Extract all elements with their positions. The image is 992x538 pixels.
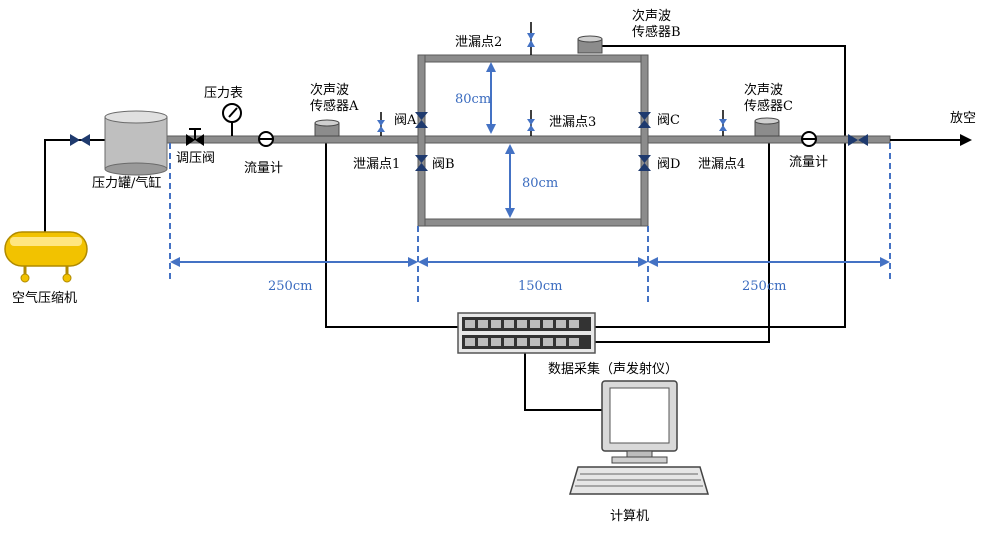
daq-label: 数据采集（声发射仪）: [548, 361, 678, 377]
dimension-lines: [169, 62, 891, 305]
valve-d-icon: [638, 155, 651, 171]
valve-a-label: 阀A: [394, 113, 417, 128]
vent-arrow: [890, 134, 972, 146]
lower-height-label: 80cm: [522, 176, 558, 191]
left-span-label: 250cm: [268, 279, 312, 294]
valve-c-label: 阀C: [657, 113, 680, 128]
right-span-label: 250cm: [742, 279, 786, 294]
leak-point-1-label: 泄漏点1: [353, 156, 400, 172]
daq-device-icon: [457, 312, 596, 354]
air-compressor-icon: [4, 231, 88, 283]
sensor-b-icon: [577, 35, 603, 54]
valve-b-icon: [415, 155, 428, 171]
leak-point-2-label: 泄漏点2: [455, 34, 502, 50]
main-pipe: [104, 135, 891, 144]
regulator-label: 调压阀: [176, 151, 215, 166]
flowmeter-right-icon: [801, 131, 817, 147]
sensor-c-label-line1: 次声波: [744, 82, 783, 98]
sensor-a-icon: [314, 119, 340, 137]
pressure-gauge-icon: [222, 103, 242, 136]
valve-d-label: 阀D: [657, 157, 680, 172]
sensor-b-label-line2: 传感器B: [632, 24, 681, 40]
tank-label: 压力罐/气缸: [92, 175, 161, 191]
flowmeter-left-icon: [258, 131, 274, 147]
flowmeter-left-label: 流量计: [244, 161, 283, 176]
computer-icon: [568, 380, 710, 495]
computer-label: 计算机: [610, 509, 649, 524]
flowmeter-right-label: 流量计: [789, 155, 828, 170]
signal-wires: [44, 45, 846, 411]
leak-point-3-label: 泄漏点3: [549, 114, 596, 130]
inlet-valve-icon: [70, 134, 90, 146]
pressure-tank-icon: [104, 110, 168, 176]
leak-point-3-icon: [527, 110, 535, 136]
valve-b-label: 阀B: [432, 157, 455, 172]
sensor-a-label-line1: 次声波: [310, 82, 349, 98]
gauge-label: 压力表: [204, 86, 243, 101]
pipes: [104, 54, 891, 227]
lower-loop-pipe: [417, 218, 649, 227]
sensor-b-label-line1: 次声波: [632, 8, 671, 24]
right-riser-pipe: [640, 54, 649, 227]
outlet-valve-icon: [848, 134, 868, 146]
left-riser-pipe: [417, 54, 426, 227]
sensor-c-label-line2: 传感器C: [744, 98, 793, 114]
valve-c-icon: [638, 112, 651, 128]
sensor-a-label-line2: 传感器A: [310, 98, 359, 114]
upper-height-label: 80cm: [455, 92, 491, 107]
upper-loop-pipe: [417, 54, 649, 63]
regulator-valve-icon: [186, 128, 204, 146]
compressor-label: 空气压缩机: [12, 290, 77, 306]
leak-point-2-icon: [527, 22, 535, 55]
leak-point-1-icon: [377, 112, 385, 136]
valve-a-icon: [415, 112, 428, 128]
vent-label: 放空: [950, 111, 976, 126]
leak-point-4-label: 泄漏点4: [698, 156, 745, 172]
leak-point-4-icon: [719, 110, 727, 136]
sensor-c-icon: [754, 117, 780, 137]
middle-span-label: 150cm: [518, 279, 562, 294]
